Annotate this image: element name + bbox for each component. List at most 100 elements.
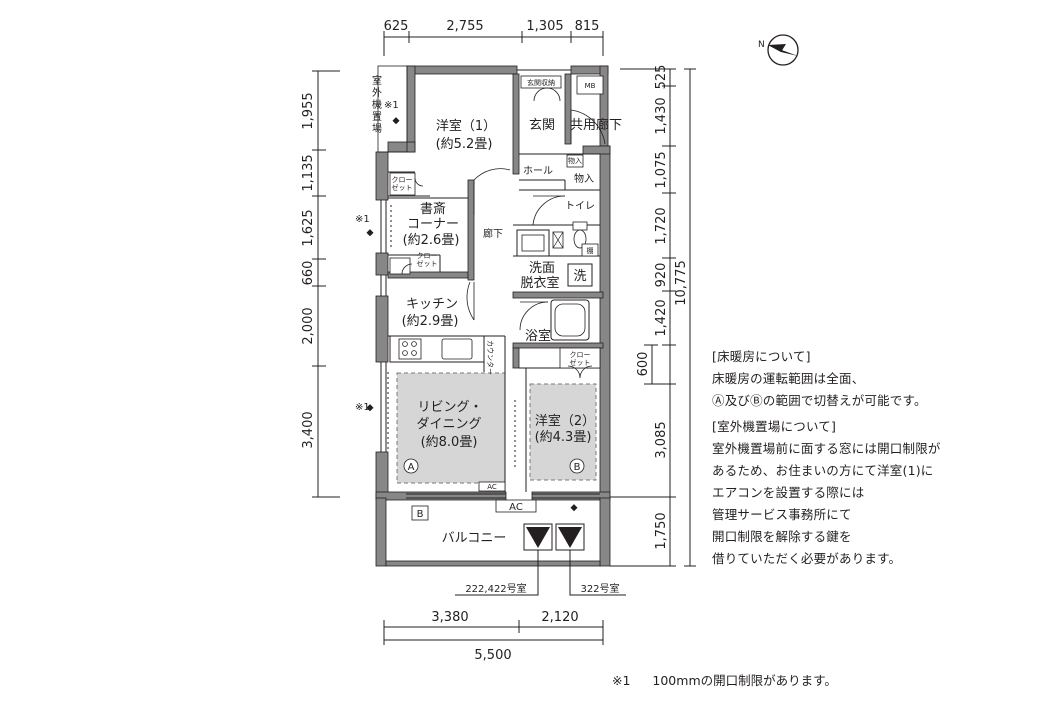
dim-left-2: 1,135 [301,154,316,191]
dim-top-3: 1,305 [526,19,563,34]
kitchen-name: キッチン [406,297,458,312]
closet-box-study [389,257,411,275]
right-total-dimension [684,68,696,567]
closet-box-1 [389,172,416,196]
left-dimension-labels: 1,955 1,135 1,625 660 2,000 3,400 [301,92,316,448]
dim-left-5: 2,000 [301,307,316,344]
outdoor-unit-heading: [室外機置場について] [712,419,837,434]
living-dining-line1: リビング・ [417,400,482,415]
footnote-mark: ※1 [612,673,631,688]
toilet-icon [572,221,588,249]
unit-number-left: 222,422号室 [465,582,526,595]
shelf-icon [581,243,599,257]
entrance-storage-label: 玄関収納 [527,78,555,87]
living-dining-size: (約8.0畳) [421,435,478,450]
notes-panel: [床暖房について] 床暖房の運転範囲は全面、 Ⓐ及びⒷの範囲で切替えが可能です。… [712,346,1042,570]
outdoor-unit-line-1: 室外機置場前に面する窓には開口制限が [712,441,941,456]
dim-bottom-total: 5,500 [474,648,511,663]
mark1-top: ※1 [384,100,399,111]
svg-text:N: N [758,40,765,50]
washroom-label-line2: 脱衣室 [520,275,559,291]
mark1-mid: ※1 [355,214,370,225]
hall-label: ホール [523,165,553,177]
outdoor-unit-line-2: あるため、お住まいの方にて洋室(1)に [712,463,934,478]
study-size: (約2.6畳) [403,233,460,248]
right-lower-dimension-lines [610,344,676,567]
outdoor-unit-label: 室 外 機 置 場 [372,74,382,135]
outdoor-unit-char-4: 置 [372,111,382,123]
closet-1-line1: クロー [392,176,413,184]
dim-right-1: 525 [654,65,669,90]
ac-b-label: B [417,509,424,520]
closet-study-line2: ゼット [417,259,438,268]
north-arrow-icon: N [758,34,799,66]
western-room-2-name: 洋室（2） [535,413,595,429]
dim-right-total: 10,775 [674,260,689,306]
balcony-evacuation-markers [523,523,585,551]
common-corridor-label: 共用廊下 [570,117,622,133]
outdoor-unit-line-3: エアコンを設置する際には [712,485,865,500]
mb-label: MB [585,82,596,90]
dim-right-3: 1,075 [654,151,669,188]
dim-top-2: 2,755 [446,19,483,34]
dim-top-4: 815 [575,19,600,34]
sliding-doors [387,205,516,470]
dim-bottom-1: 3,380 [431,610,468,625]
footnote-text: 100mmの開口制限があります。 [652,673,837,688]
shaded-area-b [530,384,596,480]
dim-left-1: 1,955 [301,92,316,129]
dim-right-lower-1: 600 [636,352,651,377]
zone-b-letter: B [574,462,581,473]
dim-left-4: 660 [301,261,316,286]
western-room-1-name: 洋室（1） [436,118,496,134]
kitchen-size: (約2.9畳) [402,314,459,329]
outdoor-unit-area [377,65,408,153]
mark1-low: ※1 [355,402,370,413]
outdoor-unit-char-3: 機 [372,98,382,111]
mb-box [576,75,604,95]
outdoor-unit-line-5: 開口制限を解除する鍵を [712,529,852,544]
ac-units [411,481,537,521]
floor-heating-line-1: 床暖房の運転範囲は全面、 [712,371,865,386]
right-inner-dimension-lines [620,68,676,346]
door-swings [401,87,606,379]
unit-leader-lines [455,550,626,596]
washroom-label-line1: 洗面 [529,261,555,276]
western-room-1-size: (約5.2畳) [436,137,493,152]
dim-right-6: 1,420 [654,299,669,336]
counter-label: カウンター [486,340,495,375]
western-room-2-size: (約4.3畳) [535,430,592,445]
floor-heating-line-2: Ⓐ及びⒷの範囲で切替えが可能です。 [712,393,927,408]
top-dimension-labels: 625 2,755 1,305 815 [384,19,600,34]
walls [375,65,611,567]
washer-icon [567,263,593,287]
vanity-icon [516,229,564,257]
ac-label-outer: AC [509,502,523,513]
left-dimension-lines [312,70,340,498]
washer-label: 洗 [573,269,586,284]
bottom-dimension-lines [383,620,604,645]
closet-box-2 [559,347,601,369]
floor-heating-heading: [床暖房について] [712,349,811,364]
outdoor-unit-char-5: 場 [372,122,382,135]
ac-label-inner: AC [487,483,497,491]
outdoor-unit-char-1: 室 [372,74,382,87]
windows [380,69,600,499]
outdoor-unit-line-4: 管理サービス事務所にて [712,507,852,522]
sink-icon [441,338,473,360]
dim-right-5: 920 [654,263,669,288]
unit-number-right: 322号室 [580,582,619,595]
dim-right-2: 1,430 [654,97,669,134]
zone-a-letter: A [408,462,415,473]
dim-left-6: 3,400 [301,411,316,448]
study-label-line1: 書斎 [420,201,446,217]
dim-right-lower-2: 3,085 [654,421,669,458]
window-lock-marks [366,117,578,512]
outdoor-unit-char-2: 外 [372,87,382,99]
dim-right-lower-3: 1,750 [654,512,669,549]
top-dimension-lines [383,31,604,56]
closet-2-line1: クロー [570,351,591,359]
dim-left-3: 1,625 [301,209,316,246]
zone-b-marker: B [569,458,585,474]
